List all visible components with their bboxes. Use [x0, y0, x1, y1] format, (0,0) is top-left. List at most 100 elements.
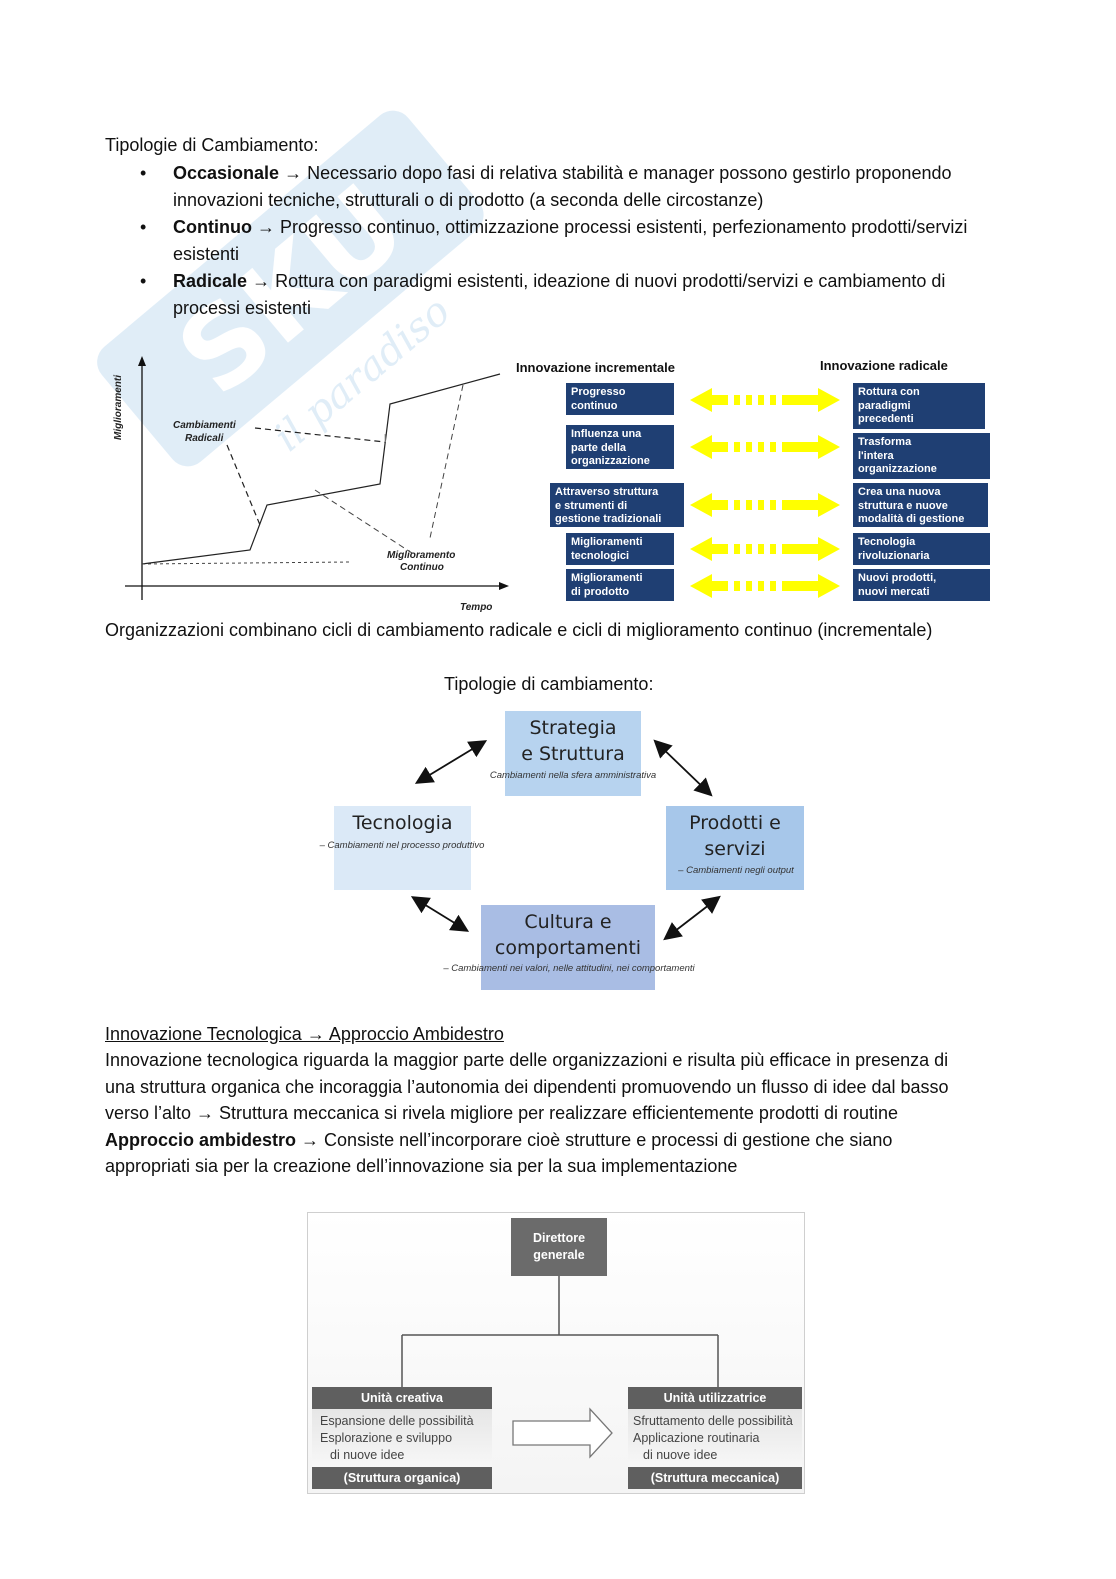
director-line: Direttore: [532, 1231, 586, 1245]
radical-box: Crea una nuova struttura e nuove modalit…: [853, 483, 988, 527]
strategy-title-1: Strategia: [529, 717, 617, 739]
double-arrow-icon: [690, 493, 840, 517]
box-line: di prodotto: [571, 585, 630, 598]
section2-body: Innovazione tecnologica riguarda la magg…: [105, 1047, 1025, 1180]
list-item: • Occasionale → Necessario dopo fasi di …: [140, 160, 1020, 213]
box-line: struttura e nuove: [858, 499, 948, 512]
box-line: Crea una nuova: [858, 486, 941, 498]
box-line: Influenza una: [571, 428, 642, 440]
unit-line: Applicazione routinaria: [633, 1431, 760, 1445]
box-line: nuovi mercati: [858, 585, 930, 598]
term-occasionale: Occasionale: [173, 163, 280, 183]
double-arrow-icon: [690, 435, 840, 459]
innovation-curve-figure: Miglioramenti Tempo Cambiamenti Radicali…: [113, 356, 509, 613]
head-incremental: Innovazione incrementale: [516, 360, 675, 375]
creative-unit: Unità creativa Espansione delle possibil…: [312, 1387, 492, 1489]
box-line: Miglioramenti: [571, 536, 643, 548]
strategy-subtitle: Cambiamenti nella sfera amministrativa: [489, 770, 657, 781]
arrow-strategy-products: [653, 739, 713, 797]
creative-unit-body: Espansione delle possibilità Esplorazion…: [312, 1409, 492, 1467]
org-connectors: [401, 1276, 719, 1459]
item-text: processi esistenti: [173, 297, 312, 318]
bullet-icon: •: [140, 163, 147, 183]
unit-line: di nuove idee: [643, 1448, 718, 1462]
creative-unit-title: Unità creativa: [312, 1387, 492, 1409]
radical-box: Tecnologia rivoluzionaria: [853, 533, 990, 565]
continuous-line: [141, 561, 351, 565]
box-line: modalità di gestione: [858, 513, 965, 525]
double-arrow-icon: [690, 574, 840, 598]
incremental-box: Miglioramenti tecnologici: [566, 533, 674, 565]
box-line: tecnologici: [571, 549, 630, 562]
y-axis-label: Miglioramenti: [113, 375, 124, 440]
arrow-culture-products: [663, 895, 721, 941]
technology-title: Tecnologia: [352, 812, 453, 834]
caption-cycles: Organizzazioni combinano cicli di cambia…: [105, 620, 933, 640]
box-line: parte della: [571, 441, 627, 454]
director-line: generale: [533, 1248, 585, 1262]
radical-box: Rottura con paradigmi precedenti: [853, 383, 985, 429]
culture-title-2: comportamenti: [494, 937, 642, 959]
products-title-1: Prodotti e: [689, 812, 781, 834]
incremental-box: Attraverso struttura e strumenti di gest…: [550, 483, 684, 527]
continuous-pointer-2: [429, 384, 464, 539]
products-title-2: servizi: [704, 838, 766, 860]
bullet-icon: •: [140, 217, 147, 237]
intro-heading: Tipologie di Cambiamento:: [105, 135, 319, 155]
bullet-icon: •: [140, 271, 147, 291]
unit-line: Espansione delle possibilità: [320, 1414, 474, 1428]
change-types-title: Tipologie di cambiamento:: [444, 674, 654, 694]
item-text: innovazioni tecniche, strutturali o di p…: [173, 189, 764, 210]
box-line: Tecnologia: [858, 536, 916, 548]
unit-line: di nuove idee: [330, 1448, 405, 1462]
arrow-icon: →: [252, 271, 271, 291]
box-line: e strumenti di: [555, 499, 628, 512]
box-line: organizzazione: [858, 463, 937, 475]
body-line: Approccio ambidestro → Consiste nell’inc…: [105, 1127, 1025, 1154]
box-line: gestione tradizionali: [555, 513, 662, 525]
box-strategy: Strategia e Struttura Cambiamenti nella …: [490, 711, 656, 796]
box-line: Nuovi prodotti,: [858, 572, 937, 584]
box-technology: Tecnologia – Cambiamenti nel processo pr…: [320, 806, 484, 890]
item-text: esistenti: [173, 243, 240, 264]
culture-title-1: Cultura e: [524, 911, 612, 933]
box-line: rivoluzionaria: [858, 549, 930, 562]
user-unit-body: Sfruttamento delle possibilità Applicazi…: [628, 1409, 802, 1467]
improvement-curve: [141, 373, 501, 565]
products-subtitle: – Cambiamenti negli output: [678, 865, 794, 876]
box-line: Trasforma: [858, 436, 912, 448]
diagram-arrows: [410, 739, 721, 941]
box-line: Progresso: [571, 386, 626, 398]
unit-line: Esplorazione e sviluppo: [320, 1431, 453, 1445]
body-text: → Consiste nell’incorporare cioè struttu…: [301, 1129, 893, 1150]
unit-line: Sfruttamento delle possibilità: [633, 1414, 793, 1428]
incremental-box: Progresso continuo: [566, 383, 674, 415]
item-text: Rottura con paradigmi esistenti, ideazio…: [275, 271, 946, 291]
box-line: Rottura con: [858, 386, 920, 398]
radical-label-1: Cambiamenti: [173, 420, 236, 431]
body-line: appropriati sia per la creazione dell’in…: [105, 1156, 738, 1176]
box-line: paradigmi: [858, 399, 911, 412]
list-item: • Radicale → Rottura con paradigmi esist…: [140, 268, 1020, 321]
user-unit-title: Unità utilizzatrice: [628, 1387, 802, 1409]
strategy-title-2: e Struttura: [521, 743, 625, 765]
box-products: Prodotti e servizi – Cambiamenti negli o…: [666, 806, 804, 890]
bold-term: Approccio ambidestro: [105, 1129, 297, 1150]
culture-subtitle: – Cambiamenti nei valori, nelle attitudi…: [443, 963, 695, 974]
technology-subtitle: – Cambiamenti nel processo produttivo: [319, 840, 485, 851]
list-item: • Continuo → Progresso continuo, ottimiz…: [140, 214, 1020, 267]
double-arrow-icon: [690, 537, 840, 561]
continuous-label-1: Miglioramento: [387, 550, 455, 561]
box-line: l'intera: [858, 449, 894, 462]
user-unit-footer: (Struttura meccanica): [628, 1467, 802, 1489]
box-line: precedenti: [858, 413, 914, 425]
x-axis-arrow: [499, 582, 509, 590]
radical-label-2: Radicali: [185, 433, 224, 444]
body-line: verso l’alto → Struttura meccanica si ri…: [105, 1103, 899, 1123]
arrow-tech-strategy: [414, 740, 488, 784]
body-line: Innovazione tecnologica riguarda la magg…: [105, 1050, 949, 1070]
box-line: continuo: [571, 399, 618, 412]
radical-box: Trasforma l'intera organizzazione: [853, 433, 990, 479]
y-axis-arrow: [138, 356, 146, 366]
box-line: Attraverso struttura: [555, 486, 659, 498]
